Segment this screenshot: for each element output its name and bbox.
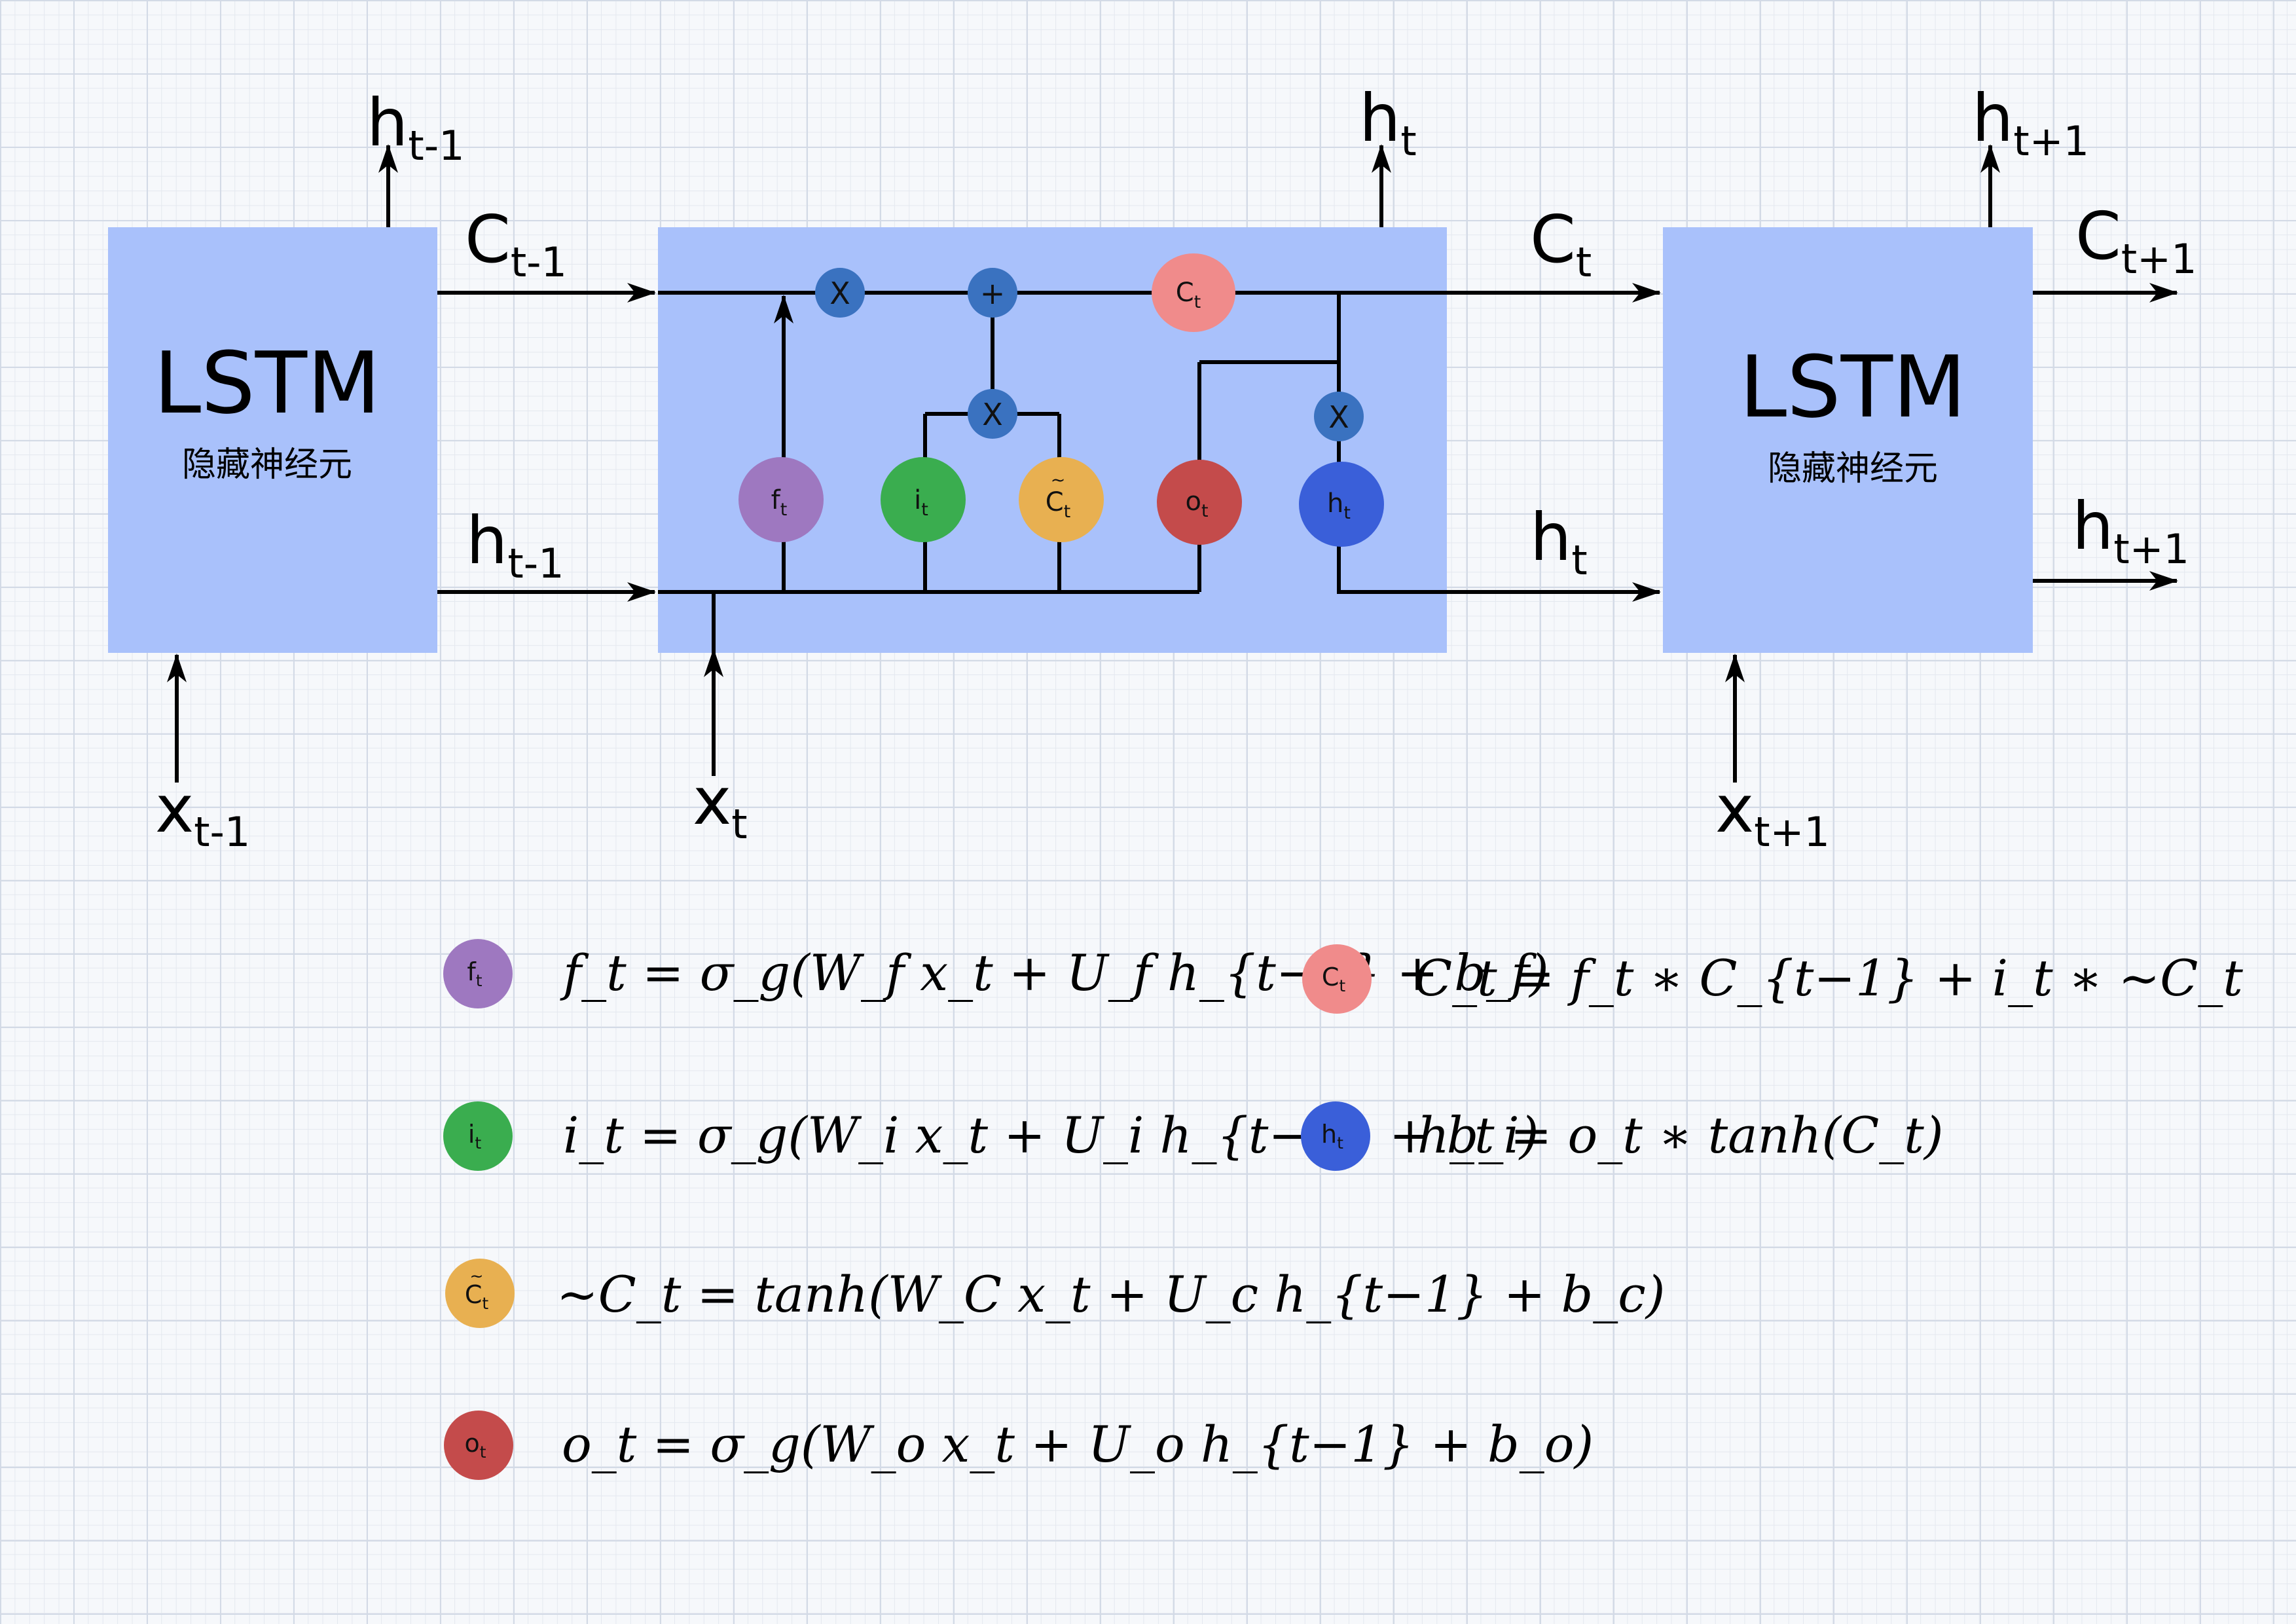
left-lstm-subtitle: 隐藏神经元 (182, 445, 352, 485)
equation-hidden: h_t = o_t ∗ tanh(C_t) (1417, 1106, 1944, 1164)
cell-node: Ct (1152, 253, 1235, 332)
left-lstm-box (108, 227, 437, 653)
svg-text:ft: ft (771, 485, 788, 520)
label-h-prev-mid: ht-1 (466, 502, 564, 587)
equation-candidate: ~C_t = tanh(W_C x_t + U_c h_{t−1} + b_c) (556, 1265, 1665, 1323)
label-x-cur: xt (693, 763, 748, 848)
equation-input: i_t = σ_g(W_i x_t + U_i h_{t−1} + b_i) (563, 1106, 1539, 1164)
svg-text:X: X (982, 397, 1003, 432)
svg-text:ot: ot (464, 1429, 486, 1462)
legend-candidate: ~ Ct ~C_t = tanh(W_C x_t + U_c h_{t−1} +… (445, 1259, 1665, 1328)
output-mul-operator: X (1314, 392, 1364, 441)
svg-text:Ct: Ct (1176, 278, 1201, 312)
right-lstm-subtitle: 隐藏神经元 (1768, 449, 1938, 489)
left-lstm-title: LSTM (154, 333, 381, 433)
input-mul-operator: X (968, 389, 1017, 439)
label-c-cur: Ct (1530, 201, 1592, 286)
forget-mul-operator: X (815, 268, 865, 318)
label-h-next-top: ht+1 (1972, 80, 2089, 165)
svg-text:Ct: Ct (1322, 963, 1346, 995)
output-gate-node: ot (1157, 460, 1242, 545)
label-c-next: Ct+1 (2075, 198, 2197, 283)
label-h-next-mid: ht+1 (2072, 488, 2189, 573)
svg-text:it: it (468, 1120, 482, 1153)
svg-text:ot: ot (1185, 487, 1208, 521)
equation-forget: f_t = σ_g(W_f x_t + U_f h_{t−1} + b_f) (560, 944, 1549, 1002)
label-x-next: xt+1 (1715, 771, 1830, 856)
legend-output: ot o_t = σ_g(W_o x_t + U_o h_{t−1} + b_o… (444, 1411, 1594, 1480)
hidden-node: ht (1299, 462, 1384, 547)
label-h-cur-mid: ht (1530, 499, 1588, 584)
svg-text:~: ~ (1051, 470, 1066, 490)
right-lstm-box (1663, 227, 2033, 653)
equation-cell: C_t = f_t ∗ C_{t−1} + i_t ∗ ~C_t (1414, 949, 2243, 1007)
svg-text:+: + (980, 276, 1006, 311)
legend-input: it i_t = σ_g(W_i x_t + U_i h_{t−1} + b_i… (443, 1101, 1539, 1171)
right-lstm-title: LSTM (1740, 337, 1967, 437)
legend-cell: Ct C_t = f_t ∗ C_{t−1} + i_t ∗ ~C_t (1302, 944, 2243, 1014)
equation-output: o_t = σ_g(W_o x_t + U_o h_{t−1} + b_o) (562, 1415, 1594, 1473)
label-c-prev: Ct-1 (465, 201, 567, 286)
svg-text:Ct: Ct (1046, 487, 1071, 522)
add-operator: + (968, 268, 1017, 318)
svg-text:it: it (914, 485, 928, 520)
candidate-node: ~ Ct (1019, 457, 1104, 542)
svg-text:ht: ht (1327, 489, 1351, 523)
svg-text:X: X (1328, 399, 1349, 435)
label-h-cur-top: ht (1359, 80, 1417, 165)
legend-hidden: ht h_t = o_t ∗ tanh(C_t) (1301, 1101, 1944, 1171)
svg-text:ht: ht (1321, 1120, 1343, 1153)
svg-text:X: X (829, 276, 850, 311)
svg-text:Ct: Ct (465, 1280, 489, 1313)
legend-forget: ft f_t = σ_g(W_f x_t + U_f h_{t−1} + b_f… (443, 939, 1549, 1008)
label-h-prev-top: ht-1 (367, 84, 465, 170)
label-x-prev: xt-1 (155, 771, 250, 856)
svg-text:~: ~ (470, 1266, 484, 1285)
input-gate-node: it (881, 457, 966, 542)
forget-gate-node: ft (738, 457, 824, 542)
svg-text:ft: ft (467, 957, 482, 990)
